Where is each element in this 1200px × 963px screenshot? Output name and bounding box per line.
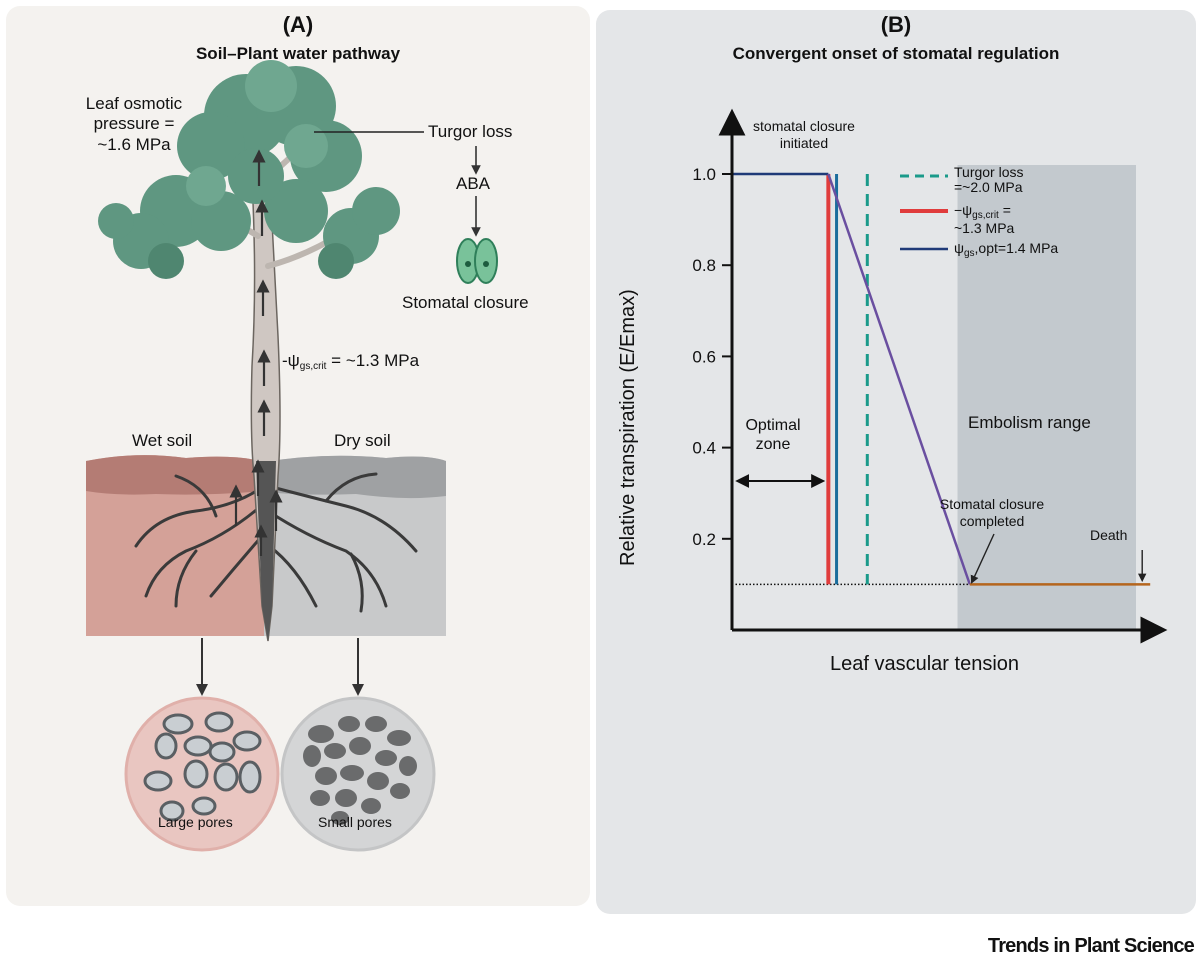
- legend-crit-subscript: gs,crit: [972, 210, 999, 221]
- legend-turgor-label: Turgor loss =~2.0 MPa: [954, 164, 1024, 196]
- y-tick-label: 0.8: [692, 256, 716, 275]
- series-line-2: [827, 173, 971, 585]
- water-flow-arrows: [229, 149, 283, 556]
- small-pores-circle: [280, 696, 436, 852]
- panel-a-title: Soil–Plant water pathway: [195, 44, 401, 63]
- dry-soil-block: [264, 455, 446, 636]
- aba-label: ABA: [456, 174, 491, 193]
- wet-soil-block: [86, 455, 264, 636]
- panel-b: (B) Convergent onset of stomatal regulat…: [596, 10, 1196, 914]
- psi-crit-label: -ψgs,crit = ~1.3 MPa: [282, 351, 419, 373]
- leaf-osmotic-label: Leaf osmotic pressure = ~1.6 MPa: [72, 94, 196, 155]
- legend-opt-symbol: ψ: [954, 240, 964, 256]
- y-tick-label: 0.2: [692, 530, 716, 549]
- large-pores-label: Large pores: [158, 814, 233, 830]
- closure-completed-line1: Stomatal closure: [939, 496, 1045, 512]
- psi-crit-subscript: gs,crit: [299, 361, 327, 372]
- psi-crit-value: = ~1.3 MPa: [326, 351, 420, 370]
- psi-crit-symbol: -ψ: [282, 351, 300, 370]
- roots: [134, 472, 418, 613]
- panel-b-title: Convergent onset of stomatal regulation: [732, 44, 1060, 63]
- closure-initiated-line1: stomatal closure: [753, 118, 855, 134]
- optimal-zone-line2: zone: [755, 436, 791, 454]
- legend-turgor-line1: Turgor loss: [954, 164, 1024, 180]
- leaf-osmotic-line2: pressure =: [93, 114, 175, 134]
- legend-crit-symbol: −ψ: [954, 202, 973, 218]
- stomatal-closure-label: Stomatal closure: [402, 293, 529, 312]
- y-tick-label: 0.4: [692, 439, 716, 458]
- journal-footer: Trends in Plant Science: [987, 935, 1195, 957]
- legend-crit-suffix: =: [998, 202, 1011, 218]
- leaf-osmotic-line3: ~1.6 MPa: [97, 134, 171, 154]
- closure-completed-line2: completed: [959, 512, 1025, 529]
- panel-a-letter: (A): [282, 12, 314, 37]
- closure-completed-arrow: [970, 533, 995, 584]
- optimal-zone-line1: Optimal: [745, 417, 801, 434]
- panel-b-letter: (B): [880, 12, 912, 37]
- death-label: Death: [1090, 527, 1128, 543]
- legend-crit-label: −ψgs,crit = ~1.3 MPa: [954, 202, 1015, 236]
- large-pores-circle: [124, 696, 280, 852]
- legend-turgor-line2: =~2.0 MPa: [954, 179, 1023, 196]
- embolism-range-label: Embolism range: [968, 413, 1091, 432]
- y-axis-label: Relative transpiration (E/Emax): [616, 289, 640, 566]
- closure-initiated-label: stomatal closure initiated: [742, 118, 866, 152]
- small-pores-label: Small pores: [318, 814, 392, 830]
- legend-opt-suffix: ,opt=1.4 MPa: [974, 240, 1059, 256]
- y-tick-label: 0.6: [692, 347, 716, 366]
- x-axis-label: Leaf vascular tension: [830, 653, 1020, 675]
- stoma-icon: [456, 238, 498, 284]
- legend-opt-subscript: gs: [963, 248, 975, 259]
- transpiration-chart: 1.0 0.8 0.6 0.4 0.2: [692, 108, 1168, 644]
- chart-legend: [900, 174, 948, 251]
- optimal-zone-label: Optimal zone: [742, 416, 804, 454]
- embolism-range-band: [957, 165, 1136, 630]
- panel-a: (A) Soil–Plant water pathway: [6, 6, 590, 906]
- y-axis-label-text: Relative transpiration (E/Emax): [617, 289, 639, 566]
- closure-initiated-line2: initiated: [779, 134, 829, 151]
- y-tick-label: 1.0: [692, 165, 716, 184]
- legend-crit-line2: ~1.3 MPa: [954, 220, 1015, 236]
- wet-soil-label: Wet soil: [132, 431, 193, 450]
- legend-crit-line1: −ψgs,crit =: [954, 202, 1014, 221]
- dry-soil-label: Dry soil: [334, 431, 391, 450]
- legend-opt-label: ψgs,opt=1.4 MPa: [954, 240, 1058, 260]
- leaf-osmotic-line1: Leaf osmotic: [85, 94, 183, 113]
- soil-plant-illustration: [86, 60, 498, 852]
- tree-canopy: [98, 60, 400, 279]
- turgor-loss-label: Turgor loss: [428, 122, 513, 141]
- closure-completed-label: Stomatal closure completed: [932, 496, 1052, 530]
